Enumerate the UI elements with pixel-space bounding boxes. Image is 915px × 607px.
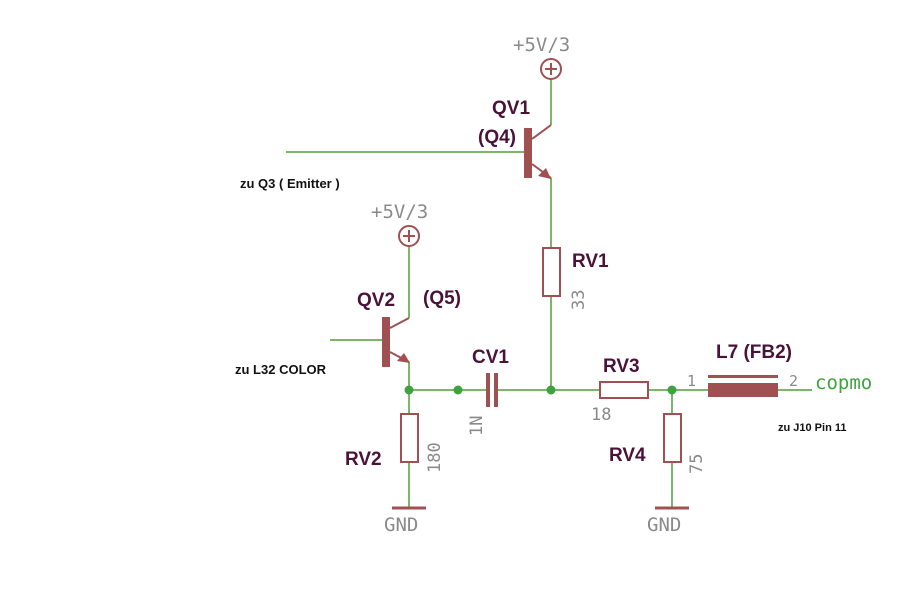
resistor-rv2: RV2 180 <box>345 413 445 473</box>
npn-transistor-icon <box>382 317 390 367</box>
junction-dot <box>667 385 677 395</box>
junctions <box>404 385 677 395</box>
gnd-label-right: GND <box>647 514 681 536</box>
inductor-l7: L7 (FB2) 1 2 <box>687 342 798 397</box>
l7-name: L7 (FB2) <box>716 342 792 363</box>
resistor-rv3: RV3 18 <box>591 356 649 425</box>
cv1-name: CV1 <box>472 347 509 368</box>
note-l32-color: zu L32 COLOR <box>235 362 327 377</box>
qv1-alias: (Q4) <box>478 127 516 148</box>
ground-left: GND <box>384 506 426 536</box>
junction-dot <box>404 385 414 395</box>
transistor-qv2: QV2 (Q5) <box>357 288 461 367</box>
cv1-value: 1N <box>467 416 487 436</box>
vcc-label-left: +5V/3 <box>371 201 428 223</box>
resistor-icon <box>663 413 682 463</box>
resistor-icon <box>599 381 649 399</box>
capacitor-icon <box>486 373 490 407</box>
rv1-value: 33 <box>569 290 589 310</box>
qv1-name: QV1 <box>492 98 530 119</box>
supply-top: +5V/3 <box>513 34 570 80</box>
supply-left: +5V/3 <box>371 201 428 247</box>
rv4-name: RV4 <box>609 445 646 466</box>
rv4-value: 75 <box>687 454 707 474</box>
note-j10-pin11: zu J10 Pin 11 <box>778 422 846 434</box>
ferrite-bead-icon <box>708 375 778 378</box>
ground-right: GND <box>647 506 689 536</box>
rv1-name: RV1 <box>572 251 609 272</box>
net-label-output: copmo <box>815 372 872 394</box>
l7-pin2: 2 <box>789 372 798 390</box>
resistor-rv4: RV4 75 <box>609 413 707 474</box>
rv2-value: 180 <box>425 442 445 473</box>
vcc-label-top: +5V/3 <box>513 34 570 56</box>
rv3-name: RV3 <box>603 356 640 377</box>
note-q3-emitter: zu Q3 ( Emitter ) <box>240 176 340 191</box>
capacitor-cv1: CV1 1N <box>467 347 509 436</box>
junction-dot <box>453 385 463 395</box>
rv3-value: 18 <box>591 405 611 425</box>
resistor-rv1: RV1 33 <box>542 247 609 310</box>
l7-pin1: 1 <box>687 372 696 390</box>
transistor-qv1: QV1 (Q4) <box>478 98 552 179</box>
resistor-icon <box>542 247 561 297</box>
junction-dot <box>546 385 556 395</box>
qv2-name: QV2 <box>357 290 395 311</box>
gnd-label-left: GND <box>384 514 418 536</box>
rv2-name: RV2 <box>345 449 382 470</box>
resistor-icon <box>400 413 419 463</box>
npn-transistor-icon <box>524 128 532 178</box>
qv2-alias: (Q5) <box>423 288 461 309</box>
